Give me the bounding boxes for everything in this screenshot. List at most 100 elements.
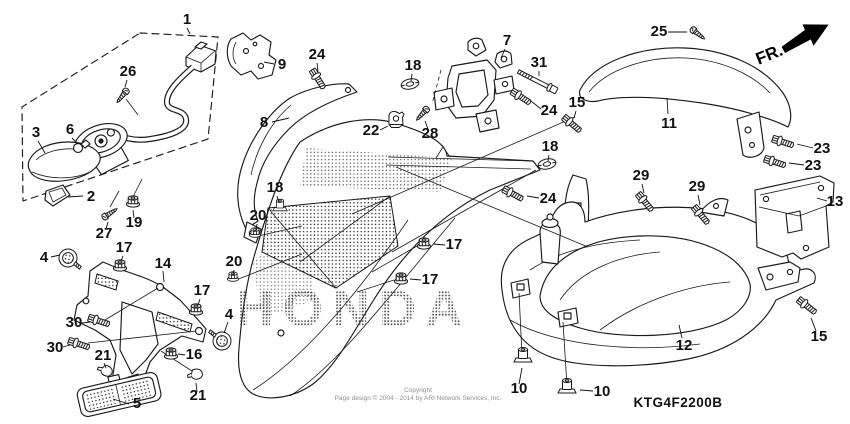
part-8-rear-fender xyxy=(237,83,541,399)
svg-text:10: 10 xyxy=(594,383,611,400)
part-2-gasket xyxy=(44,184,71,207)
callout-22: 22 xyxy=(363,122,389,139)
bolt-23-b xyxy=(762,153,788,171)
callout-15: 15 xyxy=(569,94,586,119)
copyright-line-2: Page design © 2004 - 2014 by ARI Network… xyxy=(335,394,502,402)
svg-text:20: 20 xyxy=(226,253,243,270)
callout-29: 29 xyxy=(633,167,650,194)
svg-text:21: 21 xyxy=(95,347,112,364)
bolt-24-c xyxy=(500,183,526,205)
bolt-15-b xyxy=(794,294,820,318)
callout-4: 4 xyxy=(223,306,234,334)
callout-17: 17 xyxy=(409,271,439,288)
callout-18: 18 xyxy=(405,57,422,82)
bolt-24-b xyxy=(508,86,534,108)
callout-26: 26 xyxy=(120,63,137,88)
callout-17: 17 xyxy=(432,236,463,253)
svg-text:11: 11 xyxy=(661,115,677,132)
grommet-4-b xyxy=(205,329,233,352)
callout-5: 5 xyxy=(112,395,141,412)
part-5-reflector xyxy=(76,371,162,418)
fr-label: FR. xyxy=(753,41,786,69)
callout-3: 3 xyxy=(32,124,46,154)
svg-text:3: 3 xyxy=(32,124,40,141)
svg-text:2: 2 xyxy=(87,188,95,205)
callout-18: 18 xyxy=(542,138,559,162)
svg-text:24: 24 xyxy=(309,46,326,63)
nut-16 xyxy=(163,347,179,360)
callout-28: 28 xyxy=(422,120,438,142)
svg-text:25: 25 xyxy=(651,23,668,40)
svg-text:15: 15 xyxy=(569,94,586,111)
nut-17-c xyxy=(416,237,432,250)
callout-25: 25 xyxy=(651,23,687,40)
copyright-line-1: Copyright xyxy=(404,387,432,394)
part-11-fender-b xyxy=(578,47,792,158)
callout-13: 13 xyxy=(816,193,844,210)
svg-text:17: 17 xyxy=(116,239,133,256)
callout-15: 15 xyxy=(810,317,828,345)
part-7-stay-bracket xyxy=(431,37,515,133)
callout-8: 8 xyxy=(260,114,290,131)
svg-text:29: 29 xyxy=(689,178,706,195)
svg-text:17: 17 xyxy=(446,236,463,253)
bolt-23-a xyxy=(770,133,796,151)
svg-text:15: 15 xyxy=(811,328,828,345)
callout-17: 17 xyxy=(116,239,133,262)
svg-text:22: 22 xyxy=(363,122,380,139)
svg-text:8: 8 xyxy=(260,114,268,131)
screw-28 xyxy=(413,104,432,123)
svg-text:1: 1 xyxy=(183,11,191,28)
part-6-bulb xyxy=(72,139,91,154)
assembly-1-boundary xyxy=(21,32,219,202)
svg-text:30: 30 xyxy=(66,314,83,331)
callout-4: 4 xyxy=(40,249,61,266)
fr-direction-indicator: FR. xyxy=(753,24,829,69)
callout-31: 31 xyxy=(531,54,548,76)
svg-text:18: 18 xyxy=(405,57,422,74)
part-14-license-bracket xyxy=(73,261,207,391)
svg-text:16: 16 xyxy=(186,346,203,363)
clip-10-b xyxy=(557,378,577,394)
svg-text:29: 29 xyxy=(633,167,650,184)
callout-9: 9 xyxy=(263,56,286,73)
part-12-under-cover xyxy=(500,174,816,367)
nut-17-a xyxy=(112,259,128,272)
honda-watermark: HONDA xyxy=(236,280,472,338)
callout-29: 29 xyxy=(689,178,706,206)
callout-23: 23 xyxy=(788,157,821,174)
callout-10: 10 xyxy=(511,367,527,397)
svg-text:31: 31 xyxy=(531,54,548,71)
callout-21: 21 xyxy=(190,382,207,404)
svg-text:13: 13 xyxy=(827,193,844,210)
callout-11: 11 xyxy=(661,97,677,132)
diagram-part-code: KTG4F2200B xyxy=(633,395,722,410)
callout-30: 30 xyxy=(66,314,91,331)
bolt-31 xyxy=(515,67,560,96)
svg-text:18: 18 xyxy=(267,179,284,196)
callout-14: 14 xyxy=(155,255,172,283)
svg-text:26: 26 xyxy=(120,63,137,80)
callout-18: 18 xyxy=(267,179,284,204)
svg-text:21: 21 xyxy=(190,387,207,404)
bolt-30-b xyxy=(66,335,92,353)
callout-30: 30 xyxy=(47,339,71,356)
svg-text:17: 17 xyxy=(194,282,211,299)
phantom-leader-lines xyxy=(87,98,589,387)
svg-text:23: 23 xyxy=(814,140,831,157)
svg-text:5: 5 xyxy=(133,395,141,412)
svg-text:24: 24 xyxy=(541,102,558,119)
callout-23: 23 xyxy=(796,140,831,157)
callout-1: 1 xyxy=(183,11,191,35)
svg-text:30: 30 xyxy=(47,339,64,356)
callout-12: 12 xyxy=(676,324,692,354)
callout-24: 24 xyxy=(526,190,557,207)
clip-18-a xyxy=(399,76,421,92)
nut-19 xyxy=(125,195,141,208)
callout-16: 16 xyxy=(177,346,203,363)
svg-text:17: 17 xyxy=(422,271,439,288)
svg-text:18: 18 xyxy=(542,138,559,155)
